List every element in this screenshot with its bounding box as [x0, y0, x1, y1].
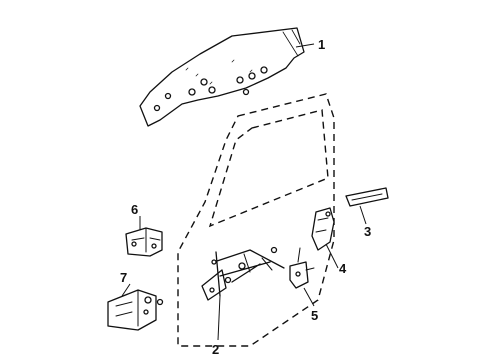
door-outline — [177, 93, 335, 347]
lower-hinge — [107, 289, 164, 331]
lock-actuator — [289, 247, 315, 289]
door-lock — [311, 207, 335, 251]
callout-1: 1 — [318, 37, 325, 52]
leader-lines — [121, 43, 367, 341]
outside-handle — [345, 187, 389, 207]
callout-7: 7 — [120, 270, 127, 285]
callout-4: 4 — [339, 261, 347, 276]
door-hinge — [125, 227, 163, 257]
callout-2: 2 — [212, 342, 219, 357]
door-glass — [139, 27, 305, 127]
window-regulator — [201, 246, 285, 301]
callout-3: 3 — [364, 224, 371, 239]
callout-6: 6 — [131, 202, 138, 217]
callout-5: 5 — [311, 308, 318, 323]
